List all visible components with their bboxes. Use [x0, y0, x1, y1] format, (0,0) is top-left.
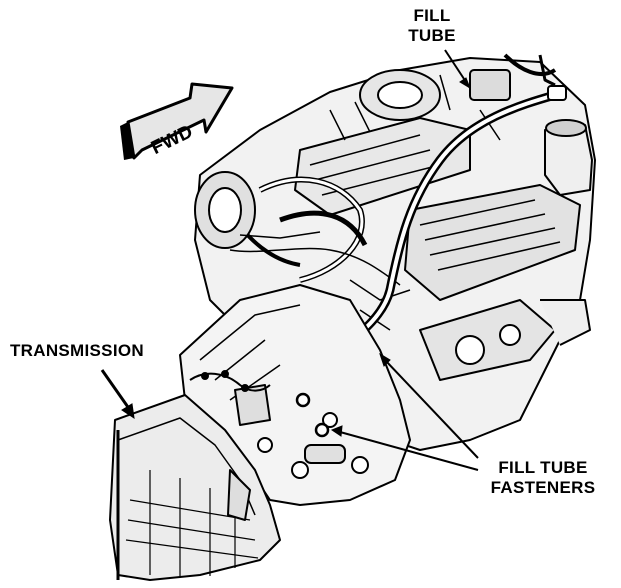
leader-lines: [100, 49, 479, 471]
fill-tube-label-line2: TUBE: [408, 26, 456, 45]
fasteners-label-line1: FILL TUBE: [498, 458, 588, 477]
fastener-lower: [314, 422, 330, 438]
transmission-label-text: TRANSMISSION: [10, 341, 144, 360]
fastener-upper: [295, 392, 311, 408]
fwd-arrow: FWD: [120, 82, 234, 160]
transmission-label: TRANSMISSION: [10, 341, 144, 361]
fill-tube-fasteners-label: FILL TUBE FASTENERS: [468, 458, 618, 498]
transmission-assembly: [109, 284, 411, 581]
fasteners-label-line2: FASTENERS: [490, 478, 596, 497]
fill-tube-label-line1: FILL: [413, 6, 451, 25]
fill-tube-label: FILL TUBE: [392, 6, 472, 46]
